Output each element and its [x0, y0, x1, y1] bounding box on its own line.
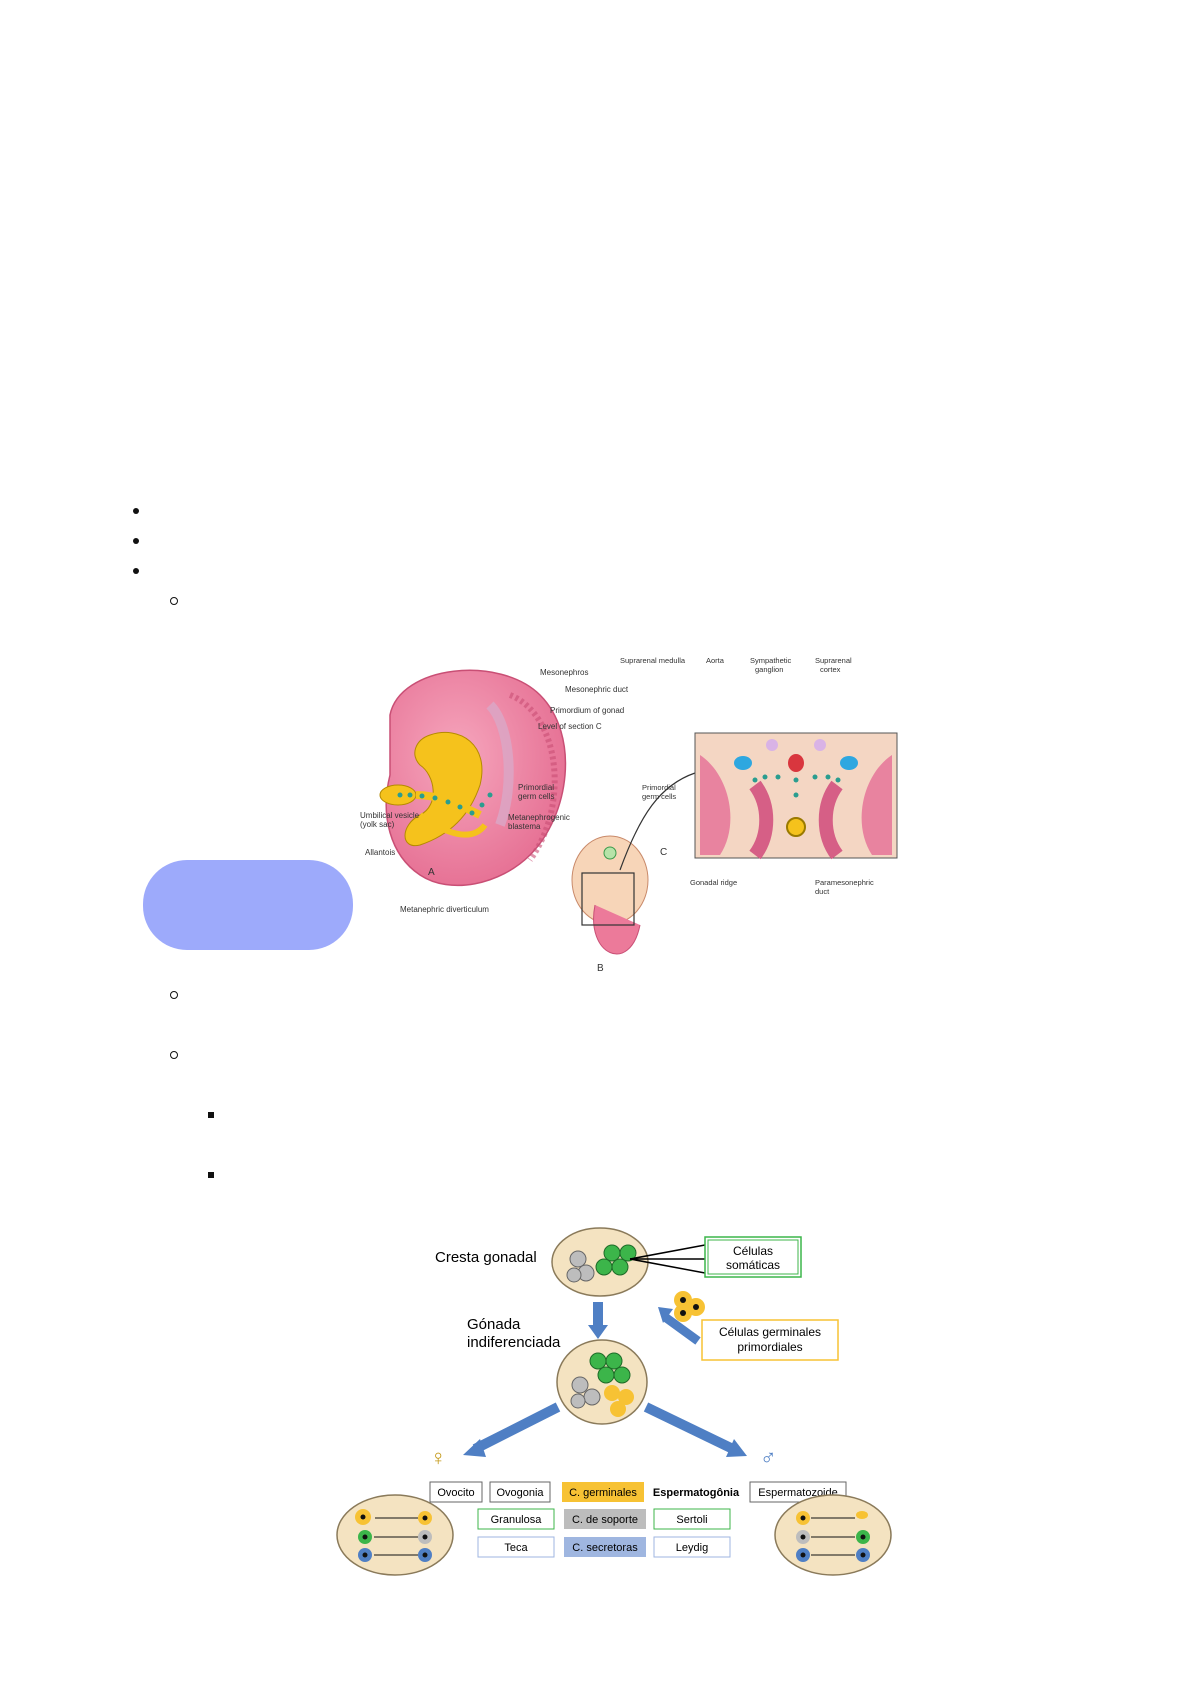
somatic-cells-green: [595, 1244, 637, 1276]
female-symbol: ♀: [430, 1445, 447, 1470]
label-germinales-2: primordiales: [737, 1340, 802, 1354]
row2-granulosa: Granulosa: [491, 1514, 543, 1526]
row2-sertoli: Sertoli: [676, 1514, 707, 1526]
row3-leydig: Leydig: [676, 1542, 708, 1554]
row2-c-soporte: C. de soporte: [572, 1514, 638, 1526]
gonad-diagram: Células somáticas Cresta gonadal Células…: [336, 1227, 892, 1576]
bullet-disc-1: [133, 508, 139, 514]
label-metanephrogenic-1: Metanephrogenic: [508, 813, 570, 822]
row1-ovocito: Ovocito: [437, 1487, 474, 1499]
label-celulas-somaticas-2: somáticas: [726, 1258, 780, 1272]
label-paramesonephric-2: duct: [815, 887, 830, 896]
bullet-disc-3: [133, 568, 139, 574]
label-gonadal-ridge: Gonadal ridge: [690, 878, 737, 887]
label-umbilical-vesicle: Umbilical vesicle: [360, 811, 420, 820]
label-suprarenal-cortex-1: Suprarenal: [815, 656, 852, 665]
label-sympathetic-2: ganglion: [755, 665, 783, 674]
row1-ovogonia: Ovogonia: [496, 1487, 544, 1499]
callout-shape: [143, 860, 353, 950]
label-pgc-2: germ cells: [518, 792, 554, 801]
testis-oval: [774, 1494, 892, 1576]
label-paramesonephric-1: Paramesonephric: [815, 878, 874, 887]
label-suprarenal-cortex-2: cortex: [820, 665, 841, 674]
label-level-section-c: Level of section C: [538, 722, 602, 731]
label-aorta: Aorta: [706, 656, 725, 665]
label-pgc-1: Primordial: [518, 783, 554, 792]
embryo-figure: Mesonephros Mesonephric duct Primordium …: [360, 656, 898, 974]
label-mesonephric-duct: Mesonephric duct: [565, 685, 629, 694]
label-suprarenal-medulla: Suprarenal medulla: [620, 656, 686, 665]
label-mesonephros: Mesonephros: [540, 668, 588, 677]
germ-cell-cluster: [674, 1291, 705, 1322]
label-cresta-gonadal: Cresta gonadal: [435, 1249, 537, 1266]
ovary-oval: [336, 1494, 454, 1576]
label-primordium-gonad: Primordium of gonad: [550, 706, 624, 715]
label-allantois: Allantois: [365, 848, 395, 857]
row1-espermatogonia: Espermatogônia: [653, 1487, 740, 1499]
label-panel-a: A: [428, 867, 435, 878]
label-metanephric-diverticulum: Metanephric diverticulum: [400, 905, 489, 914]
bullet-circle-1: [170, 597, 178, 605]
label-panel-b: B: [597, 963, 604, 974]
label-sympathetic-1: Sympathetic: [750, 656, 792, 665]
label-c-pgc-2: germ cells: [642, 792, 676, 801]
row3-teca: Teca: [504, 1542, 528, 1554]
label-panel-c: C: [660, 847, 667, 858]
bullet-square-2: [208, 1172, 214, 1178]
label-c-pgc-1: Primordial: [642, 783, 676, 792]
bullet-circle-3: [170, 1051, 178, 1059]
label-gonada-2: indiferenciada: [467, 1334, 561, 1351]
label-metanephrogenic-2: blastema: [508, 822, 541, 831]
bullet-circle-2: [170, 991, 178, 999]
label-germinales-1: Células germinales: [719, 1325, 821, 1339]
male-symbol: ♂: [760, 1445, 777, 1470]
bullet-square-1: [208, 1112, 214, 1118]
somatic-cells-gray: [566, 1250, 595, 1283]
row3-c-secretoras: C. secretoras: [572, 1542, 638, 1554]
label-yolk-sac: (yolk sac): [360, 820, 395, 829]
bullet-disc-2: [133, 538, 139, 544]
label-gonada-1: Gónada: [467, 1316, 521, 1333]
label-celulas-somaticas-1: Células: [733, 1244, 773, 1258]
row1-c-germinales: C. germinales: [569, 1487, 637, 1499]
